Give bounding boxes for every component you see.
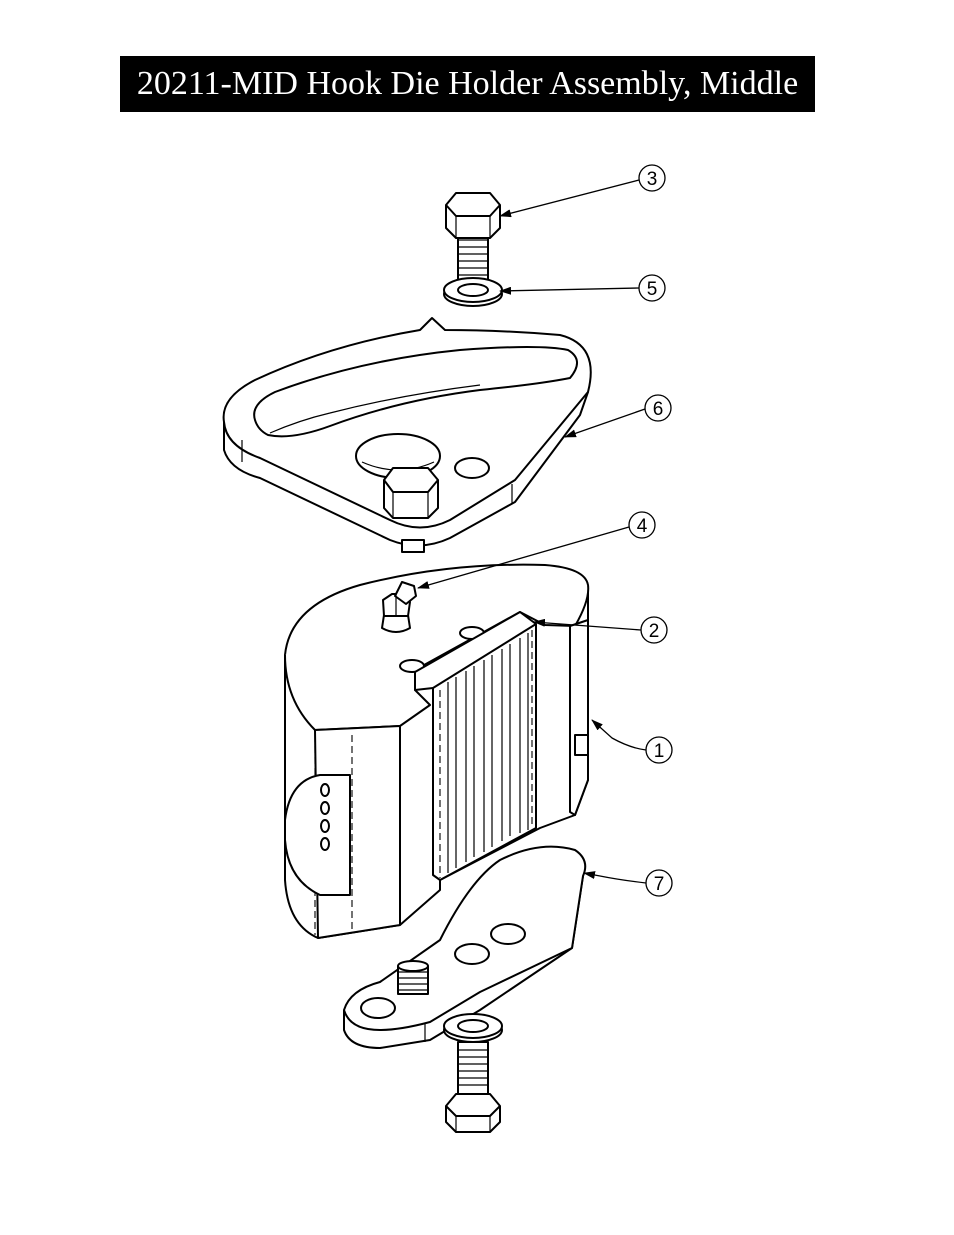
callout-label: 7: [654, 874, 665, 895]
hex-bolt-bottom: [446, 1042, 500, 1132]
washer-top: [444, 278, 502, 306]
top-plate: [224, 318, 591, 552]
callout-label: 2: [649, 621, 660, 642]
callout-label: 5: [647, 279, 658, 300]
callout-7: 7: [584, 870, 672, 896]
callout-5: 5: [500, 275, 665, 301]
callout-label: 4: [637, 516, 648, 537]
callout-label: 1: [654, 741, 665, 762]
callout-label: 6: [653, 399, 664, 420]
callout-1: 1: [592, 720, 672, 763]
callout-3: 3: [500, 165, 665, 216]
callout-label: 3: [647, 169, 658, 190]
hex-bolt-top: [446, 193, 500, 284]
washer-bottom: [444, 1014, 502, 1042]
